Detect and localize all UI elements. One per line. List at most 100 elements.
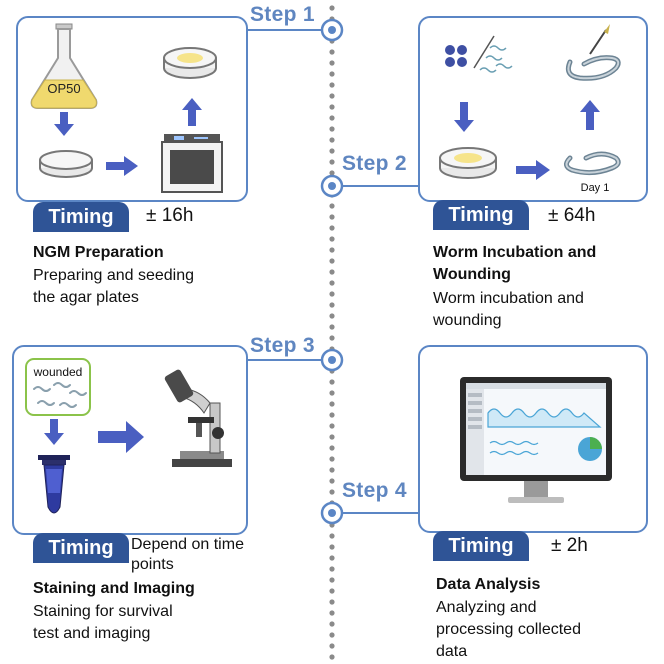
step2-description: Worm incubation and wounding xyxy=(433,288,584,332)
step2-title: Worm Incubation and Wounding xyxy=(433,242,596,286)
step2-duration: ± 64h xyxy=(548,205,596,226)
step4-title: Data Analysis xyxy=(436,576,541,593)
timeline-dot xyxy=(329,104,335,110)
timeline-dot xyxy=(329,610,335,616)
microscope-icon xyxy=(164,369,232,467)
timeline-dot xyxy=(329,577,335,583)
step1-description-line1: Preparing and seeding xyxy=(33,267,195,284)
timeline-dot xyxy=(329,126,335,132)
step4-timing-badge: Timing xyxy=(433,531,529,561)
step3-description: Staining for survival test and imaging xyxy=(33,601,173,645)
timeline-dot xyxy=(329,302,335,308)
timeline-dot xyxy=(329,71,335,77)
timeline-dot xyxy=(329,599,335,605)
timeline-dot xyxy=(329,214,335,220)
step3-title: Staining and Imaging xyxy=(33,580,195,597)
arrow-down-icon xyxy=(54,112,74,136)
timeline-dot xyxy=(329,335,335,341)
tube-icon xyxy=(38,455,70,514)
timeline-dot xyxy=(329,434,335,440)
timeline-dot xyxy=(329,401,335,407)
step1-node xyxy=(320,18,344,42)
timeline-dot xyxy=(329,533,335,539)
step4-illustration xyxy=(460,377,612,503)
step3-description-line2: test and imaging xyxy=(33,625,151,642)
arrow-down-icon xyxy=(454,102,474,132)
timeline-dot xyxy=(329,5,335,11)
step2-panel: Day 1 xyxy=(418,16,648,202)
step3-panel: wounded xyxy=(12,345,248,535)
timeline-dot xyxy=(329,445,335,451)
timeline-dot xyxy=(329,654,335,660)
petri-dish-icon xyxy=(39,150,93,178)
worms-icon xyxy=(33,382,87,408)
timeline-dot xyxy=(329,555,335,561)
egg-cluster-icon xyxy=(445,45,467,67)
timeline-dot xyxy=(329,412,335,418)
step3-timing-badge: Timing xyxy=(33,533,129,563)
timeline-dot xyxy=(329,203,335,209)
timeline-dot xyxy=(329,566,335,572)
step3-duration-line1: Depend on time xyxy=(131,536,244,553)
timeline-dot xyxy=(329,60,335,66)
step1-panel: OP50 xyxy=(16,16,248,202)
timeline-dot xyxy=(329,467,335,473)
timeline-dot xyxy=(329,291,335,297)
step4-panel xyxy=(418,345,648,533)
timeline-dot xyxy=(329,258,335,264)
step4-duration: ± 2h xyxy=(551,535,588,556)
step2-illustration: Day 1 xyxy=(439,24,621,194)
timeline-dot xyxy=(329,390,335,396)
arrow-up-icon xyxy=(580,100,600,130)
timeline-dot xyxy=(329,225,335,231)
arrow-right-icon xyxy=(106,156,138,176)
timeline-dot xyxy=(329,82,335,88)
step3-node xyxy=(320,348,344,372)
petri-dish-agar-icon xyxy=(163,47,217,79)
timeline-dot xyxy=(329,236,335,242)
step3-duration: Depend on time points xyxy=(131,535,244,575)
timeline-dot xyxy=(329,115,335,121)
timeline-dot xyxy=(329,489,335,495)
timeline-dot xyxy=(329,313,335,319)
step4-description: Analyzing and processing collected data xyxy=(436,597,581,663)
timeline-dot xyxy=(329,93,335,99)
timeline-dot xyxy=(329,456,335,462)
step3-duration-line2: points xyxy=(131,556,174,573)
step1-label: Step 1 xyxy=(250,3,315,26)
timeline-dot xyxy=(329,137,335,143)
timeline-dot xyxy=(329,247,335,253)
step2-timing-badge: Timing xyxy=(433,200,529,230)
day-label: Day 1 xyxy=(581,182,610,194)
timeline-dot xyxy=(329,621,335,627)
arrow-up-icon xyxy=(182,98,202,126)
slash-divider xyxy=(473,35,495,69)
step2-title-line2: Wounding xyxy=(433,266,511,283)
step4-description-line1: Analyzing and xyxy=(436,599,537,616)
timeline-dot xyxy=(329,280,335,286)
monitor-icon xyxy=(460,377,612,503)
arrow-right-icon xyxy=(516,160,550,180)
step1-description: Preparing and seeding the agar plates xyxy=(33,265,194,309)
step1-illustration: OP50 xyxy=(30,23,223,193)
timeline-dot xyxy=(329,588,335,594)
step1-timing-badge: Timing xyxy=(33,202,129,232)
step3-label: Step 3 xyxy=(250,334,315,357)
step1-title: NGM Preparation xyxy=(33,244,164,261)
timeline-dot xyxy=(329,170,335,176)
timeline-dot xyxy=(329,49,335,55)
timeline-dot xyxy=(329,632,335,638)
step2-title-line1: Worm Incubation and xyxy=(433,244,597,261)
step1-duration: ± 16h xyxy=(146,205,194,226)
timeline-dot xyxy=(329,324,335,330)
step4-description-line3: data xyxy=(436,643,468,660)
timeline-dot xyxy=(329,478,335,484)
timeline-dot xyxy=(329,148,335,154)
timeline-dot xyxy=(329,423,335,429)
step2-description-line1: Worm incubation and xyxy=(433,290,584,307)
petri-dish-agar-icon xyxy=(439,147,497,179)
arrow-right-icon xyxy=(98,421,144,453)
wounded-worm-icon-inner xyxy=(567,56,620,80)
flask-icon xyxy=(30,23,98,109)
